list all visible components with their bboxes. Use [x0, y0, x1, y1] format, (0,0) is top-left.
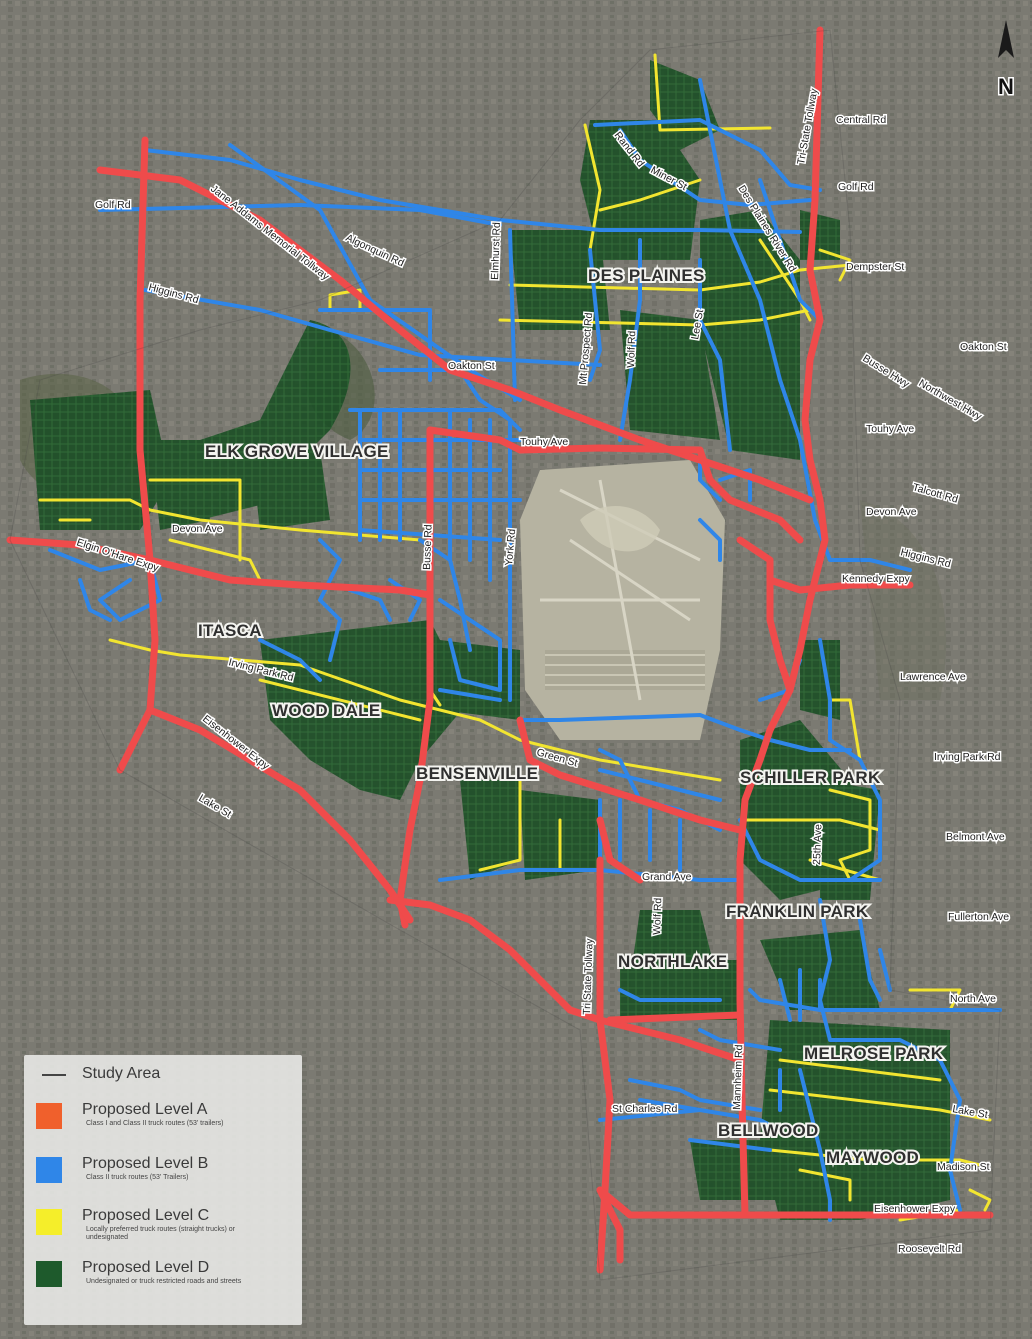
study-area-line-swatch — [42, 1074, 66, 1076]
legend-item-level-a: Proposed Level A Class I and Class II tr… — [36, 1101, 296, 1151]
legend-study-area: Study Area — [36, 1065, 286, 1087]
town-label: ELK GROVE VILLAGE — [205, 442, 389, 461]
town-label: BENSENVILLE — [416, 764, 538, 783]
north-arrow: N — [988, 18, 1024, 101]
road-label: Wolf Rd — [625, 330, 638, 368]
road-label: Devon Ave — [866, 506, 917, 518]
legend-label: Proposed Level D — [82, 1259, 210, 1276]
legend-description: Locally preferred truck routes (straight… — [86, 1226, 235, 1241]
road-label: Irving Park Rd — [934, 751, 1001, 763]
level-b-routes — [48, 78, 1002, 1222]
road-label: Mannheim Rd — [731, 1044, 745, 1110]
level-d-areas — [30, 60, 950, 1220]
legend-label: Proposed Level C — [82, 1207, 210, 1224]
road-label: Elmhurst Rd — [489, 222, 503, 280]
road-label: Eisenhower Expy — [874, 1203, 956, 1215]
road-label: Grand Ave — [642, 871, 692, 883]
road-label: North Ave — [950, 993, 996, 1005]
road-label: Dempster St — [846, 261, 904, 273]
level-d-swatch — [36, 1261, 62, 1287]
town-label: WOOD DALE — [272, 701, 380, 720]
road-label: Oakton St — [448, 360, 495, 372]
airport-area — [520, 460, 725, 740]
road-label: Kennedy Expy — [842, 573, 910, 585]
road-label: Central Rd — [836, 114, 886, 126]
road-label: Madison St — [937, 1161, 990, 1173]
road-label: Busse Rd — [421, 524, 435, 570]
level-a-swatch — [36, 1103, 62, 1129]
road-label: Golf Rd — [95, 199, 131, 211]
road-label: Golf Rd — [838, 181, 874, 193]
study-area-boundary — [9, 29, 1001, 1281]
legend-item-level-c: Proposed Level C Locally preferred truck… — [36, 1207, 296, 1257]
town-label: NORTHLAKE — [618, 952, 727, 971]
road-label: Tri State Tollway — [581, 938, 596, 1016]
road-label: Oakton St — [960, 341, 1007, 353]
road-label: 25th Ave — [811, 824, 824, 865]
road-label: St Charles Rd — [612, 1103, 678, 1115]
legend-label: Proposed Level B — [82, 1155, 209, 1172]
road-label: Wolf Rd — [651, 897, 664, 935]
road-label: Devon Ave — [172, 523, 223, 535]
town-label: ITASCA — [198, 621, 262, 640]
town-label: MAYWOOD — [826, 1148, 919, 1167]
legend-label: Study Area — [82, 1065, 161, 1082]
level-c-swatch — [36, 1209, 62, 1235]
map-legend: Study Area Proposed Level A Class I and … — [24, 1055, 302, 1325]
level-b-swatch — [36, 1157, 62, 1183]
legend-description: Class I and Class II truck routes (53' t… — [86, 1120, 224, 1127]
legend-description: Undesignated or truck restricted roads a… — [86, 1278, 242, 1285]
road-label: Roosevelt Rd — [898, 1243, 961, 1255]
legend-label: Proposed Level A — [82, 1101, 208, 1118]
road-label: Fullerton Ave — [948, 911, 1009, 923]
level-a-routes — [6, 26, 994, 1274]
town-label: BELLWOOD — [718, 1121, 819, 1140]
road-label: Touhy Ave — [866, 423, 914, 435]
road-label: Touhy Ave — [520, 436, 568, 448]
legend-description: Class II truck routes (53' Trailers) — [86, 1174, 189, 1181]
town-label: MELROSE PARK — [804, 1044, 944, 1063]
north-arrow-icon: N — [997, 20, 1015, 101]
road-label: Belmont Ave — [946, 831, 1005, 843]
road-label: Lawrence Ave — [900, 671, 966, 683]
road-label: York Rd — [503, 528, 518, 566]
legend-item-level-b: Proposed Level B Class II truck routes (… — [36, 1155, 296, 1205]
town-label: DES PLAINES — [588, 266, 705, 285]
north-label: N — [998, 74, 1014, 98]
legend-item-level-d: Proposed Level D Undesignated or truck r… — [36, 1259, 296, 1309]
town-labels: ELK GROVE VILLAGE DES PLAINES ITASCA WOO… — [196, 264, 945, 1169]
town-label: FRANKLIN PARK — [726, 902, 869, 921]
town-label: SCHILLER PARK — [740, 768, 881, 787]
